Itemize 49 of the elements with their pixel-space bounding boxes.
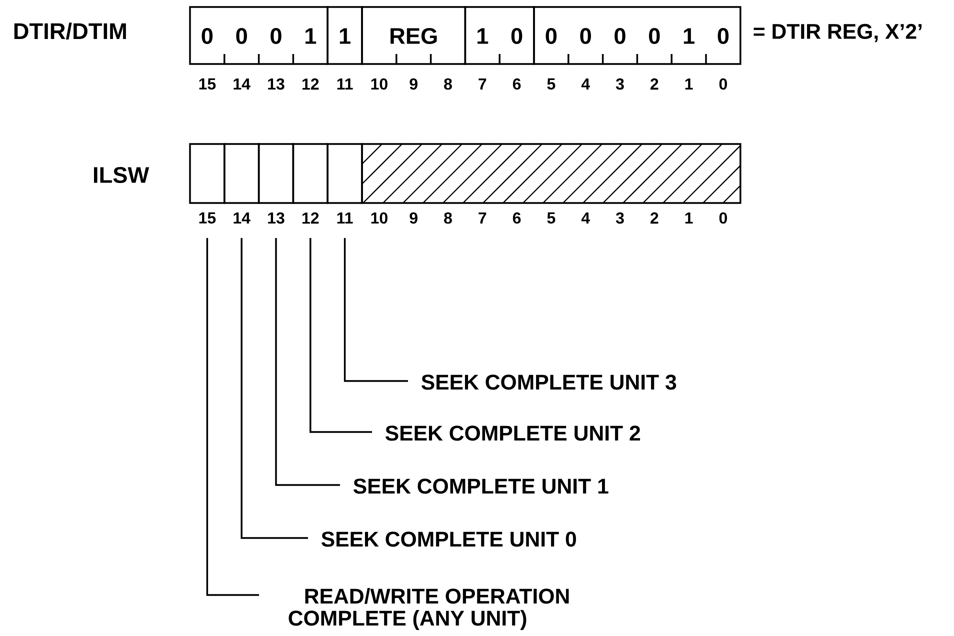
bit-number: 14: [234, 78, 250, 90]
register-field: 1: [326, 6, 363, 65]
bit-number: 4: [581, 212, 590, 224]
bit-number: 12: [302, 78, 319, 90]
bit-number: 1: [685, 78, 693, 90]
bit-number: 13: [268, 212, 284, 224]
bit-cell: [292, 143, 328, 204]
bit-number: 6: [512, 78, 521, 90]
description-text: SEEK COMPLETE UNIT 3: [421, 374, 676, 390]
bit-number: 15: [199, 212, 216, 224]
bit-number: 4: [581, 78, 590, 90]
leader-line: [344, 238, 408, 382]
bit-number: 11: [337, 212, 353, 224]
description-text: SEEK COMPLETE UNIT 0: [321, 532, 576, 547]
description-text: SEEK COMPLETE UNIT 1: [353, 478, 608, 494]
bit-number: 0: [719, 212, 727, 224]
leader-line: [310, 238, 372, 433]
description-text: SEEK COMPLETE UNIT 2: [385, 426, 640, 441]
register-name: DTIR/DTIM: [14, 22, 126, 40]
bit-number: 7: [478, 78, 486, 90]
bit-number: 2: [650, 212, 658, 224]
leader-line: [206, 238, 259, 596]
bit-cell: [224, 143, 260, 204]
bit-number: 13: [268, 78, 284, 90]
bit-number: 7: [478, 212, 486, 224]
bit-number: 8: [444, 78, 452, 90]
description-text: READ/WRITE OPERATION COMPLETE (ANY UNIT): [288, 588, 569, 630]
register-field: 0 0 0 0 1 0: [533, 6, 742, 65]
bit-number: 10: [371, 78, 388, 90]
bit-number: 10: [371, 212, 388, 224]
register-field: REG: [361, 6, 466, 65]
bit-number: 6: [512, 212, 521, 224]
bit-number: 11: [337, 78, 353, 90]
leader-line: [240, 238, 308, 539]
register-name: ILSW: [94, 166, 150, 184]
bit-number: 9: [410, 212, 418, 224]
register-field: 1 0: [464, 6, 535, 65]
bit-number: 5: [547, 78, 556, 90]
bit-cell: [326, 143, 363, 204]
bit-number: 8: [444, 212, 452, 224]
bit-cell: [258, 143, 294, 204]
bit-number: 3: [616, 212, 624, 224]
bit-number: 12: [302, 212, 319, 224]
bit-number: 14: [234, 212, 250, 224]
bit-cell: [189, 143, 226, 204]
register-field: 0 0 0 1: [189, 6, 328, 65]
leader-line: [275, 238, 340, 486]
bit-number: 5: [547, 212, 556, 224]
bit-number: 1: [685, 212, 693, 224]
